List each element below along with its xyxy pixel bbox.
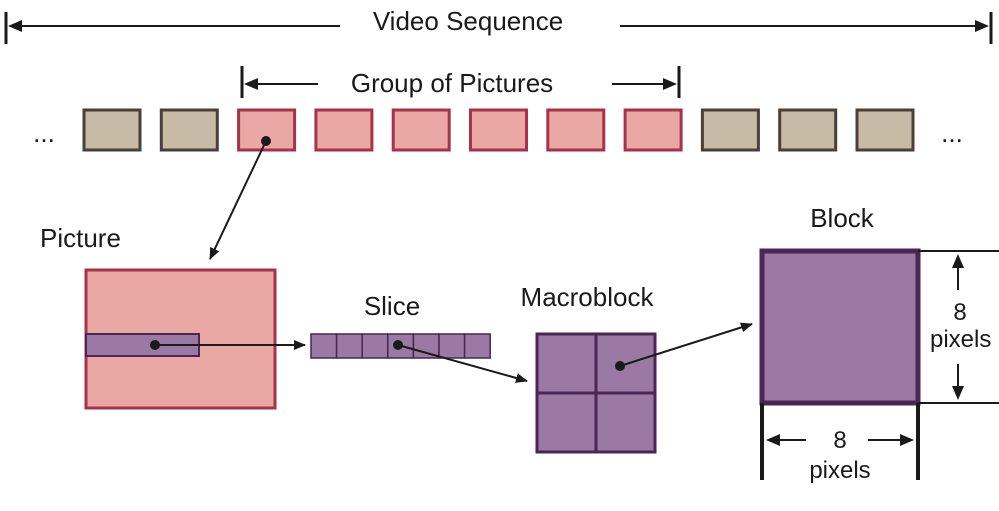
- block-width-value: 8: [833, 427, 846, 454]
- group-of-pictures-label: Group of Pictures: [351, 68, 553, 98]
- gop-frame: [546, 108, 606, 152]
- block-square: [759, 248, 921, 406]
- block-height-value: 8: [953, 299, 966, 326]
- block-width-dimension: 8 pixels: [760, 403, 920, 484]
- slice-cell: [310, 333, 338, 359]
- slice-label: Slice: [364, 291, 420, 321]
- group-of-pictures-span: Group of Pictures: [240, 66, 681, 98]
- slice-cell: [361, 333, 389, 359]
- frame-row: [82, 108, 915, 152]
- slice-cell: [387, 333, 415, 359]
- block-label: Block: [810, 203, 875, 233]
- gop-frame: [623, 108, 683, 152]
- sequence-frame: [82, 108, 142, 152]
- slice-cell: [412, 333, 440, 359]
- sequence-frame: [159, 108, 219, 152]
- picture-label: Picture: [40, 223, 121, 253]
- macroblock-label: Macroblock: [521, 282, 655, 312]
- connectors: [150, 136, 753, 383]
- video-sequence-span: Video Sequence: [4, 6, 993, 44]
- macroblock-to-block-arrow: [619, 322, 753, 367]
- ellipsis-left: ...: [33, 118, 55, 148]
- sequence-frame: [855, 108, 915, 152]
- gop-frame: [391, 108, 451, 152]
- macroblock: [535, 332, 657, 454]
- block-width-unit: pixels: [809, 457, 870, 484]
- ellipsis-right: ...: [941, 118, 963, 148]
- slice-to-macroblock-arrow: [397, 344, 528, 383]
- slice-cell: [335, 333, 363, 359]
- block-height-unit: pixels: [930, 326, 991, 353]
- slice-strip: [310, 333, 491, 359]
- video-sequence-label: Video Sequence: [373, 6, 563, 36]
- sequence-frame: [778, 108, 838, 152]
- gop-frame: [469, 108, 528, 152]
- slice-cell: [438, 333, 466, 359]
- frame-to-picture-arrow: [209, 140, 267, 260]
- block-height-dimension: 8 pixels: [918, 250, 999, 404]
- sequence-frame: [700, 108, 760, 152]
- gop-frame: [314, 108, 374, 152]
- slice-cell: [463, 333, 491, 359]
